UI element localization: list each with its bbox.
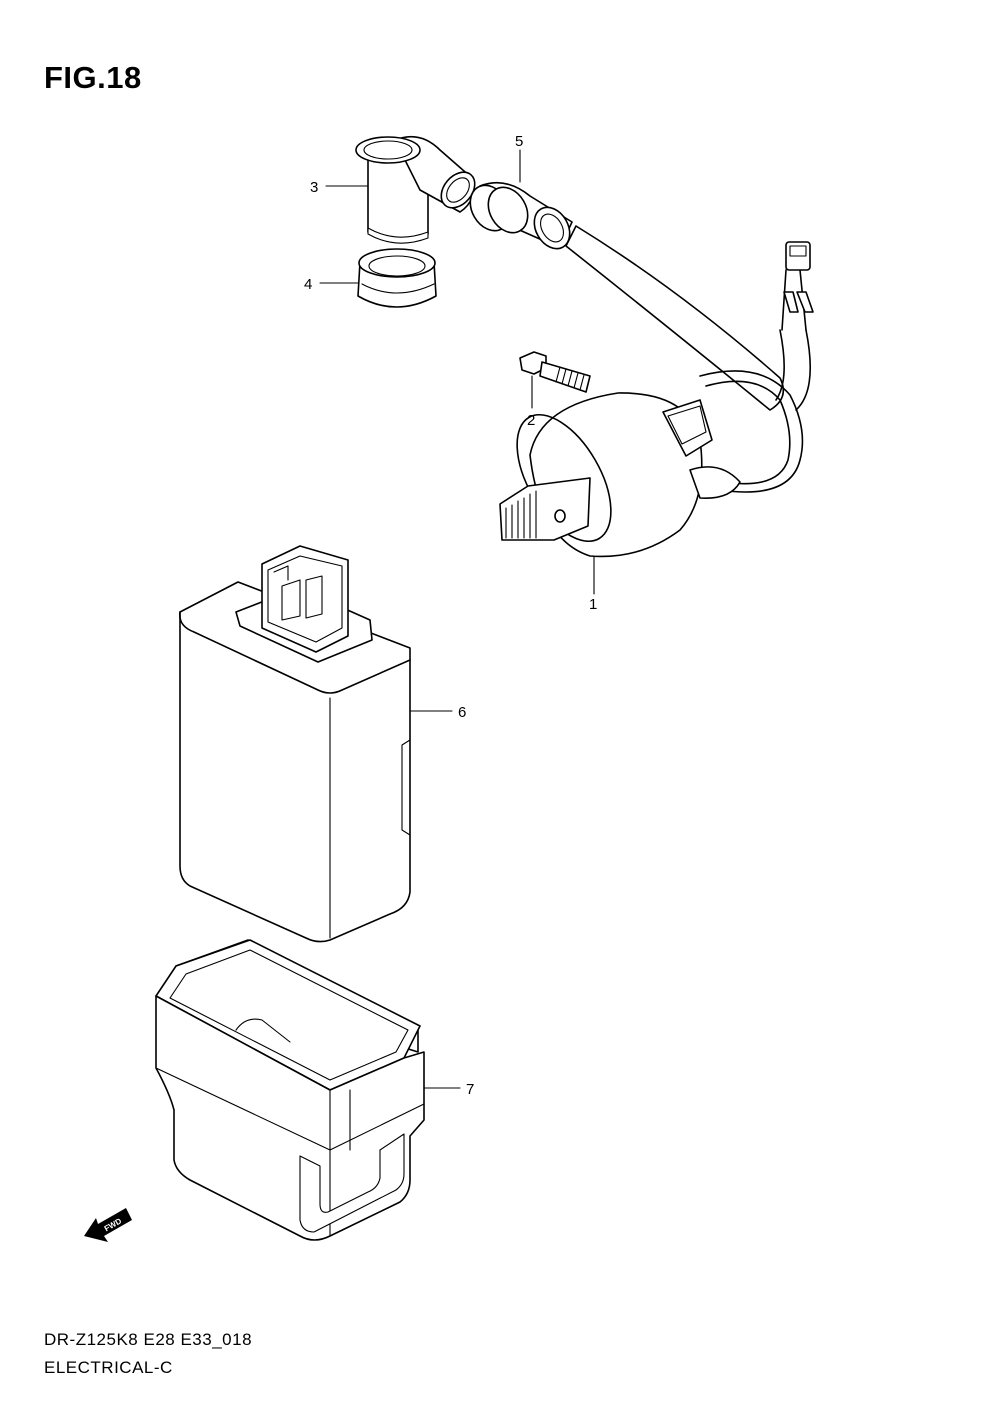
cdi-unit[interactable] — [178, 545, 411, 943]
spark-plug-cap[interactable] — [355, 135, 482, 244]
figure-title: FIG.18 — [44, 60, 142, 95]
mounting-bolt[interactable] — [519, 351, 591, 393]
callout-5: 5 — [515, 133, 523, 150]
callout-7: 7 — [466, 1081, 474, 1098]
callout-4: 4 — [304, 276, 312, 293]
cdi-holder[interactable] — [155, 939, 425, 1241]
callout-2: 2 — [527, 412, 535, 429]
callout-3: 3 — [310, 179, 318, 196]
ignition-coil[interactable] — [498, 392, 741, 558]
callout-6: 6 — [458, 704, 466, 721]
callout-1: 1 — [589, 596, 597, 613]
cord-seal-boot[interactable] — [462, 178, 576, 255]
coil-wiring-leads — [699, 269, 811, 493]
model-code: DR-Z125K8 E28 E33_018 — [44, 1330, 253, 1349]
section-name: ELECTRICAL-C — [44, 1358, 173, 1377]
cap-seal-ring[interactable] — [357, 248, 437, 308]
fwd-direction-arrow-icon: FWD — [84, 1208, 132, 1242]
lead-connector[interactable] — [783, 241, 814, 313]
